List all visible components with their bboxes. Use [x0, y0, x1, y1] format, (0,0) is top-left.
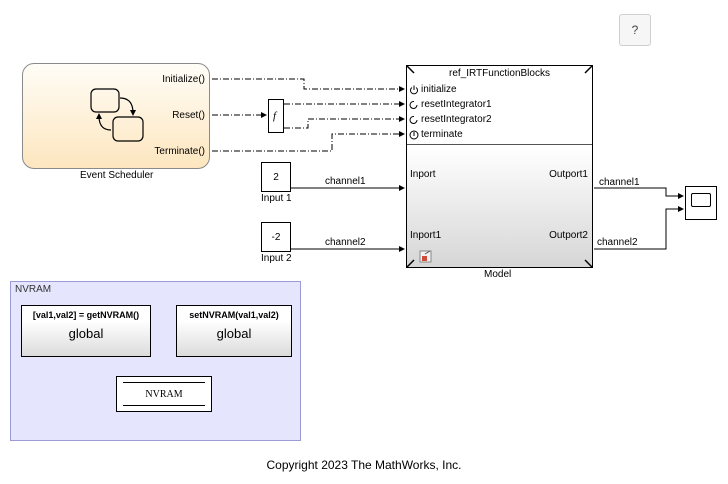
stateflow-chart-icon — [90, 88, 144, 142]
outport-label-2: Outport2 — [549, 230, 588, 241]
event-scheduler-block[interactable]: Initialize() Reset() Terminate() — [22, 63, 210, 169]
model-reference-icon — [419, 250, 432, 263]
scope-block[interactable] — [685, 186, 717, 220]
function-ports-section — [407, 66, 592, 145]
help-label: ? — [631, 23, 639, 37]
reset-icon — [409, 100, 418, 109]
scope-icon — [691, 193, 711, 207]
fport-terminate: terminate — [421, 129, 463, 140]
get-nvram-scope: global — [68, 326, 104, 341]
port-terminate: Terminate() — [154, 146, 205, 157]
nvram-area-label: NVRAM — [15, 284, 52, 295]
help-button[interactable]: ? — [619, 14, 651, 46]
data-store-label-box: NVRAM — [123, 382, 205, 406]
fport-reset-integrator-1: resetIntegrator1 — [421, 99, 492, 110]
signal-label-channel2: channel2 — [325, 237, 366, 248]
function-call-split-block[interactable]: f — [268, 99, 284, 133]
outport-label-1: Outport1 — [549, 169, 588, 180]
signal-label-out-channel2: channel2 — [597, 237, 638, 248]
reset-icon — [409, 115, 418, 124]
constant-name-input1: Input 1 — [261, 193, 292, 204]
line-terminate — [212, 131, 405, 152]
line-out1 — [594, 187, 684, 199]
function-call-symbol: f — [273, 110, 277, 122]
set-nvram-scope: global — [216, 326, 252, 341]
set-nvram-signature: setNVRAM(val1,val2) — [189, 310, 279, 320]
port-reset: Reset() — [172, 110, 205, 121]
constant-value: -2 — [271, 231, 281, 243]
fport-initialize: initialize — [421, 84, 457, 95]
signal-label-channel1: channel1 — [325, 176, 366, 187]
model-corner-marks — [407, 66, 592, 267]
data-store-label: NVRAM — [145, 388, 183, 400]
constant-block-input2[interactable]: -2 — [261, 222, 291, 252]
model-title: ref_IRTFunctionBlocks — [449, 68, 550, 79]
line-reset-2 — [284, 116, 405, 129]
terminate-icon — [409, 130, 419, 140]
event-scheduler-name: Event Scheduler — [80, 170, 154, 181]
get-nvram-signature: [val1,val2] = getNVRAM() — [32, 310, 140, 320]
power-icon — [410, 85, 418, 95]
inport-label-1: Inport — [410, 169, 436, 180]
fport-reset-integrator-2: resetIntegrator2 — [421, 114, 492, 125]
set-nvram-function-block[interactable]: setNVRAM(val1,val2) global — [176, 305, 292, 357]
signal-label-out-channel1: channel1 — [599, 177, 640, 188]
constant-block-input1[interactable]: 2 — [261, 162, 291, 192]
constant-name-input2: Input 2 — [261, 253, 292, 264]
port-initialize: Initialize() — [162, 74, 205, 85]
data-store-memory-block[interactable]: NVRAM — [116, 376, 212, 412]
constant-value: 2 — [273, 171, 279, 183]
model-reference-block[interactable]: ref_IRTFunctionBlocks initialize resetIn… — [406, 65, 593, 268]
line-initialize — [212, 78, 405, 92]
model-name: Model — [484, 269, 512, 280]
copyright-text: Copyright 2023 The MathWorks, Inc. — [266, 458, 462, 472]
get-nvram-function-block[interactable]: [val1,val2] = getNVRAM() global — [21, 305, 151, 357]
inport-label-2: Inport1 — [410, 230, 442, 241]
